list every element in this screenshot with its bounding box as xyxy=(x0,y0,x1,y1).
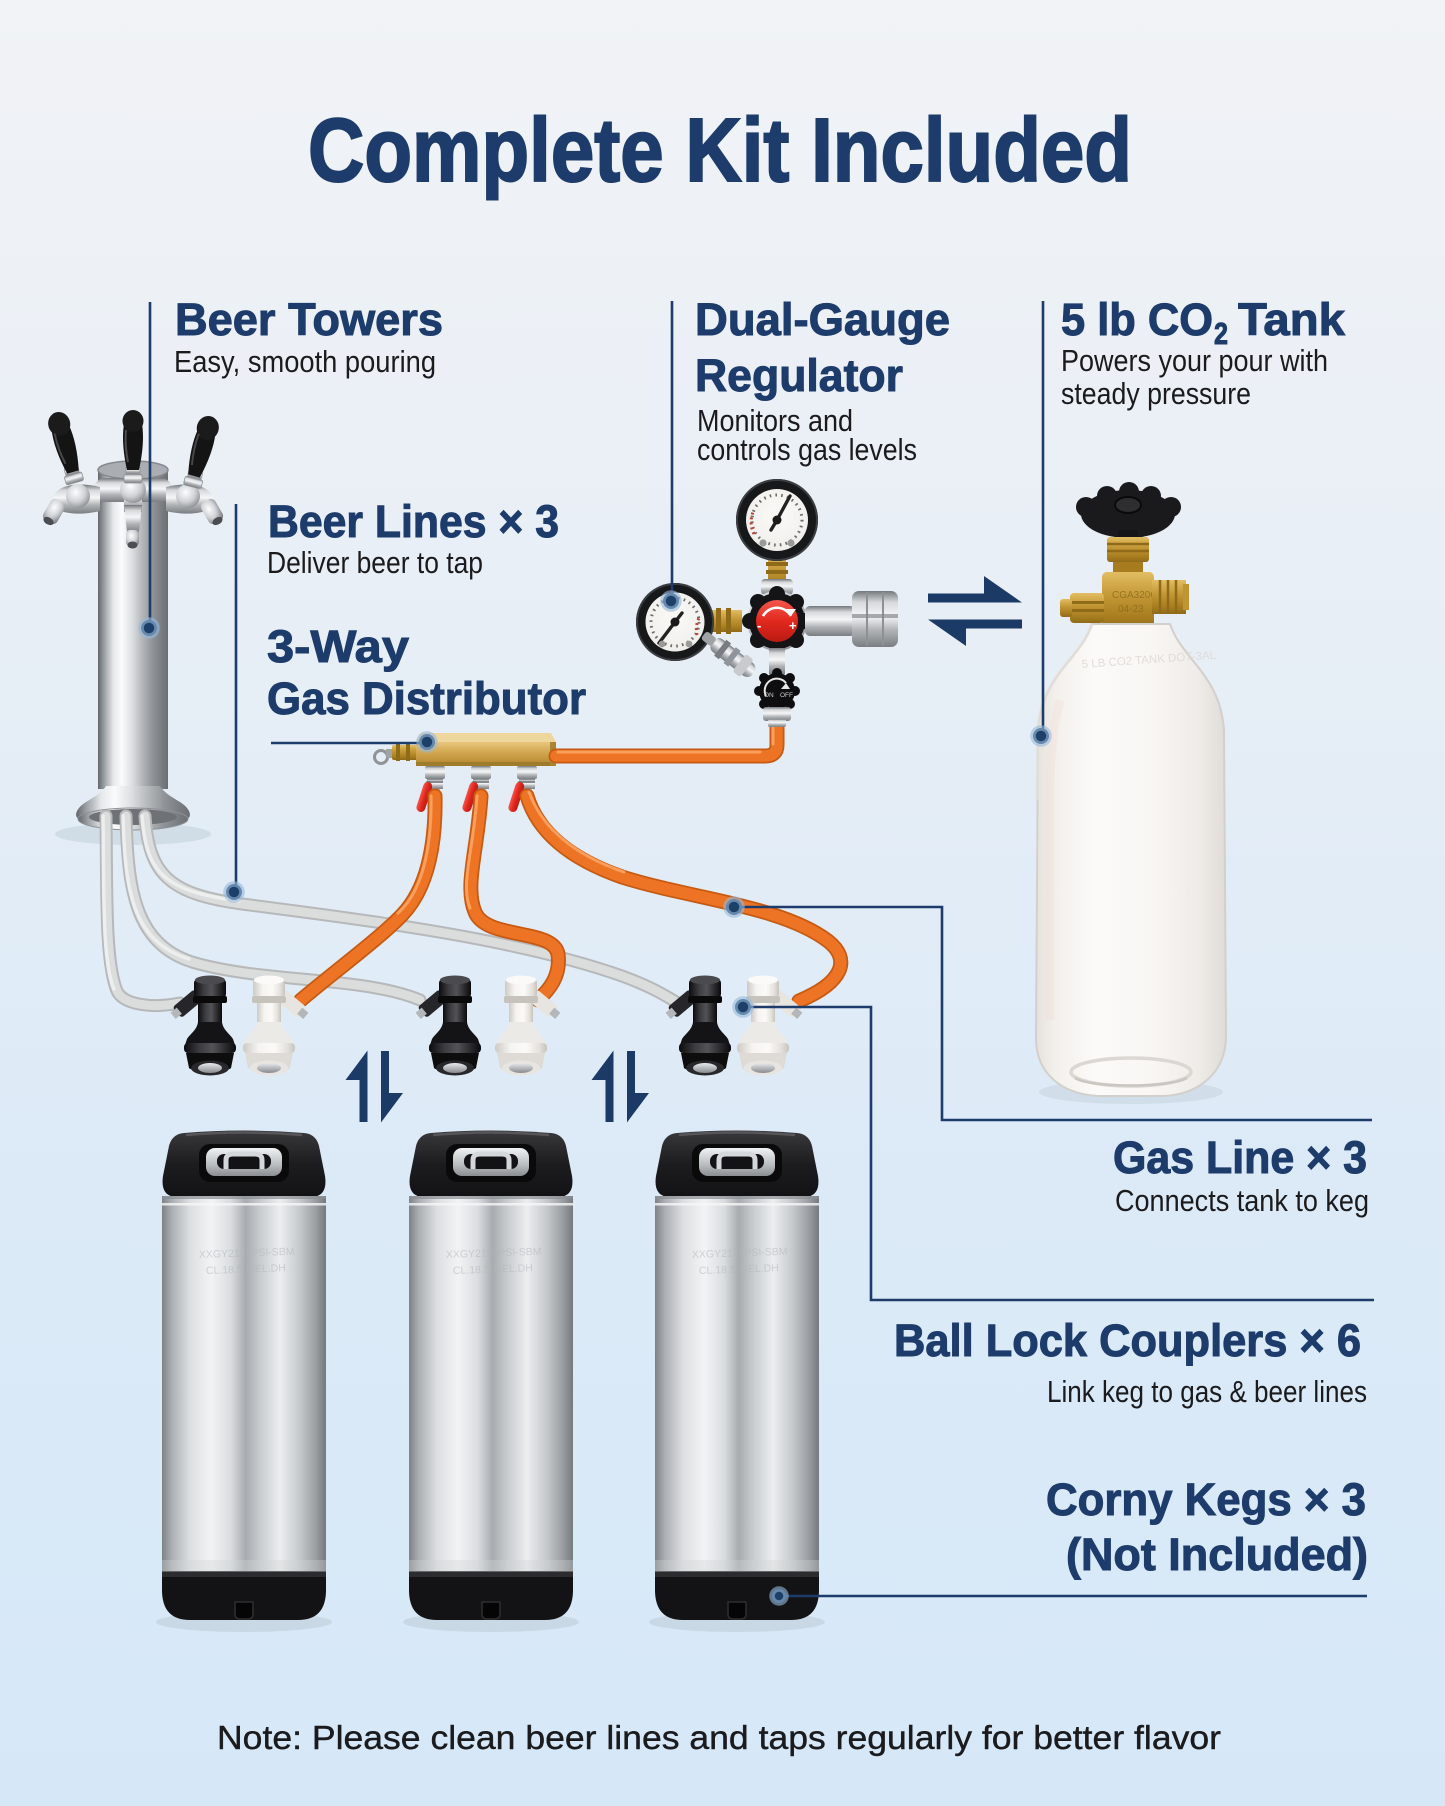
svg-text:ON: ON xyxy=(764,692,774,699)
svg-text:Note: Please clean beer lines: Note: Please clean beer lines and taps r… xyxy=(217,1719,1221,1756)
svg-text:Complete Kit Included: Complete Kit Included xyxy=(308,101,1132,201)
svg-text:+: + xyxy=(789,618,797,633)
svg-text:5 lb CO: 5 lb CO xyxy=(1061,294,1213,345)
svg-text:Corny Kegs × 3: Corny Kegs × 3 xyxy=(1046,1474,1366,1525)
svg-text:Gas Distributor: Gas Distributor xyxy=(267,673,586,724)
svg-text:Monitors and: Monitors and xyxy=(697,403,853,438)
svg-text:(Not Included): (Not Included) xyxy=(1066,1529,1368,1580)
svg-text:Gas Line × 3: Gas Line × 3 xyxy=(1113,1132,1367,1183)
svg-text:Ball Lock Couplers × 6: Ball Lock Couplers × 6 xyxy=(894,1315,1361,1366)
svg-text:Tank: Tank xyxy=(1238,294,1346,345)
svg-text:Link keg to gas & beer lines: Link keg to gas & beer lines xyxy=(1047,1374,1367,1409)
svg-text:steady pressure: steady pressure xyxy=(1061,376,1251,411)
svg-text:Connects tank to keg: Connects tank to keg xyxy=(1115,1183,1369,1218)
svg-text:-: - xyxy=(757,618,761,633)
svg-text:Beer Lines × 3: Beer Lines × 3 xyxy=(268,496,559,547)
svg-text:2: 2 xyxy=(1214,316,1228,351)
svg-text:Dual-Gauge: Dual-Gauge xyxy=(695,294,950,345)
svg-text:3-Way: 3-Way xyxy=(267,621,409,672)
svg-text:Powers your pour with: Powers your pour with xyxy=(1061,343,1328,378)
svg-text:CGA320C: CGA320C xyxy=(1112,590,1158,601)
svg-text:controls gas levels: controls gas levels xyxy=(697,432,917,467)
svg-text:Regulator: Regulator xyxy=(695,350,903,401)
svg-text:04-23: 04-23 xyxy=(1118,604,1144,615)
svg-text:OFF: OFF xyxy=(780,692,793,699)
svg-text:Deliver beer to tap: Deliver beer to tap xyxy=(267,545,483,580)
svg-text:Beer Towers: Beer Towers xyxy=(175,294,443,345)
svg-text:Easy, smooth pouring: Easy, smooth pouring xyxy=(174,344,436,379)
